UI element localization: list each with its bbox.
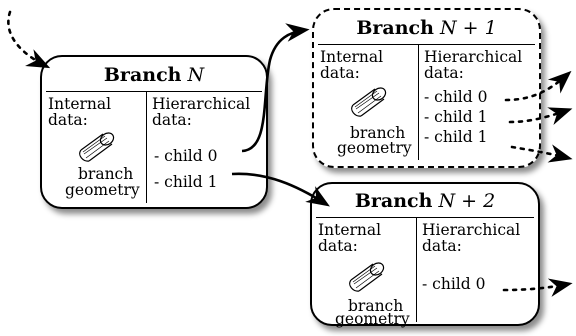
internal-label: data: [320,64,360,82]
branch-n-plus-1-title-word: Branch [356,17,434,39]
hierarchical-label: data: [424,64,464,82]
internal-label: Internal [318,221,382,239]
branch-n-title-math: N [187,64,205,86]
branch-n-plus-1-title-math: N + 1 [439,17,497,39]
child-entry: - child 0 [422,275,486,293]
geometry-label: branch [348,297,404,315]
child-entry: - child 0 [154,147,218,165]
child-entry: - child 1 [424,108,488,126]
geometry-label: branch [350,124,406,142]
branch-n-title-word: Branch [103,64,182,86]
child-entry: - child 1 [424,128,488,146]
geometry-label: geometry [65,181,140,199]
branch-n-plus-2-title: Branch N + 2 [312,190,538,212]
branch-geometry-icon [349,262,385,292]
hierarchical-label: Hierarchical [424,48,523,66]
branch-n-plus-2-content: Internal data: branch geometry Hierarchi… [316,217,534,327]
incoming-parent-arrow [7,10,51,69]
hierarchical-label: data: [422,237,462,255]
hierarchical-label: Hierarchical [152,95,251,113]
geometry-label: branch [78,165,134,183]
branch-n-plus-1-content: Internal data: branch geometry Hierarchi… [318,44,535,160]
internal-label: Internal [48,95,112,113]
internal-label: Internal [320,48,384,66]
internal-label: data: [318,237,358,255]
column-divider [146,92,147,203]
geometry-label: geometry [335,310,410,328]
branch-n-plus-2-box: Branch N + 2 Internal data: branch geome… [310,182,540,327]
column-divider [418,45,419,160]
internal-label: data: [48,111,88,129]
child-entry: - child 0 [424,88,488,106]
branch-n-content: Internal data: branch geometry Hierarchi… [46,91,262,203]
branch-n-plus-2-title-word: Branch [354,190,433,212]
geometry-label: geometry [337,139,412,157]
branch-n-box: Branch N Internal data: branch geometry … [40,55,268,209]
branch-geometry-icon [79,132,115,162]
branch-geometry-icon [351,87,387,117]
column-divider [416,218,417,322]
branch-n-plus-1-title: Branch N + 1 [314,17,539,39]
branch-n-plus-2-title-math: N + 2 [438,190,496,212]
branch-n-title: Branch N [42,64,266,86]
hierarchical-label: data: [152,111,192,129]
child-entry: - child 1 [154,173,218,191]
hierarchical-label: Hierarchical [422,221,521,239]
branch-n-plus-1-box: Branch N + 1 Internal data: branch geome… [312,8,541,168]
